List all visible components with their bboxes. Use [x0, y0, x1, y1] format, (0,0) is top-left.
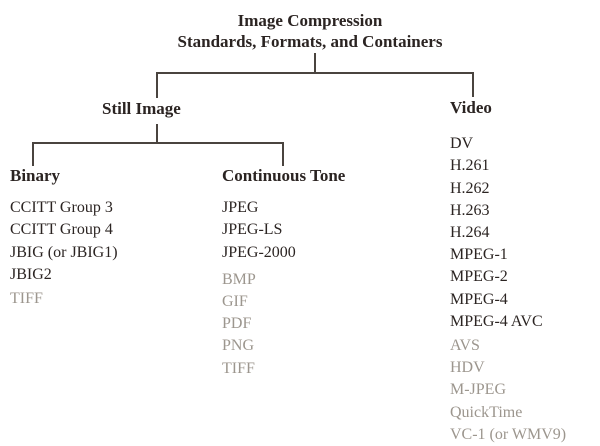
format-item: MPEG-4 AVC	[450, 312, 543, 330]
format-item: JPEG-2000	[222, 243, 296, 261]
format-item-muted: M-JPEG	[450, 381, 507, 399]
format-item-muted: QuickTime	[450, 403, 523, 421]
format-item: MPEG-1	[450, 246, 508, 264]
video-standards-list: DV H.261 H.262 H.263 H.264 MPEG-1 MPEG-2…	[450, 133, 566, 333]
format-item: JPEG-LS	[222, 221, 283, 239]
format-item: H.263	[450, 201, 490, 219]
connector-sub-horizontal-line	[32, 142, 284, 144]
format-item-muted: TIFF	[10, 290, 43, 308]
binary-column: Binary CCITT Group 3 CCITT Group 4 JBIG …	[10, 165, 118, 310]
format-item: MPEG-4	[450, 290, 508, 308]
video-column: Video DV H.261 H.262 H.263 H.264 MPEG-1 …	[450, 97, 566, 446]
format-item: MPEG-2	[450, 268, 508, 286]
connector-still-image-down-line	[156, 124, 158, 142]
format-item: JPEG	[222, 199, 259, 217]
format-item-muted: PDF	[222, 315, 252, 333]
format-item: JBIG (or JBIG1)	[10, 243, 118, 261]
format-item-muted: VC-1 (or WMV9)	[450, 425, 567, 443]
binary-muted-list: TIFF	[10, 288, 118, 310]
video-label: Video	[450, 98, 492, 117]
connector-binary-drop-line	[32, 142, 34, 166]
connector-video-drop-line	[472, 72, 474, 97]
connector-top-horizontal-line	[156, 72, 474, 74]
format-item: JBIG2	[10, 265, 52, 283]
continuous-tone-label: Continuous Tone	[222, 166, 346, 185]
format-item-muted: GIF	[222, 293, 248, 311]
format-item: H.261	[450, 157, 490, 175]
continuous-tone-standards-list: JPEG JPEG-LS JPEG-2000	[222, 197, 345, 264]
format-item: CCITT Group 3	[10, 199, 113, 217]
format-item-muted: BMP	[222, 270, 256, 288]
binary-label: Binary	[10, 166, 61, 185]
still-image-label: Still Image	[102, 99, 181, 118]
continuous-tone-muted-list: BMP GIF PDF PNG TIFF	[222, 269, 345, 380]
format-item-muted: AVS	[450, 337, 480, 355]
format-item-muted: HDV	[450, 359, 485, 377]
format-item-muted: PNG	[222, 337, 255, 355]
diagram-title-line2: Standards, Formats, and Containers	[177, 32, 443, 51]
format-item: DV	[450, 135, 474, 153]
format-item: H.262	[450, 179, 490, 197]
format-item: H.264	[450, 224, 490, 242]
binary-standards-list: CCITT Group 3 CCITT Group 4 JBIG (or JBI…	[10, 197, 118, 286]
diagram-title: Image Compression Standards, Formats, an…	[160, 10, 460, 52]
connector-title-drop-line	[314, 53, 316, 72]
continuous-tone-column: Continuous Tone JPEG JPEG-LS JPEG-2000 B…	[222, 165, 345, 380]
connector-still-image-drop-line	[156, 72, 158, 98]
format-item: CCITT Group 4	[10, 221, 113, 239]
video-muted-list: AVS HDV M-JPEG QuickTime VC-1 (or WMV9)	[450, 335, 566, 446]
diagram-title-line1: Image Compression	[237, 11, 383, 30]
format-item-muted: TIFF	[222, 359, 255, 377]
connector-continuous-tone-drop-line	[282, 142, 284, 166]
